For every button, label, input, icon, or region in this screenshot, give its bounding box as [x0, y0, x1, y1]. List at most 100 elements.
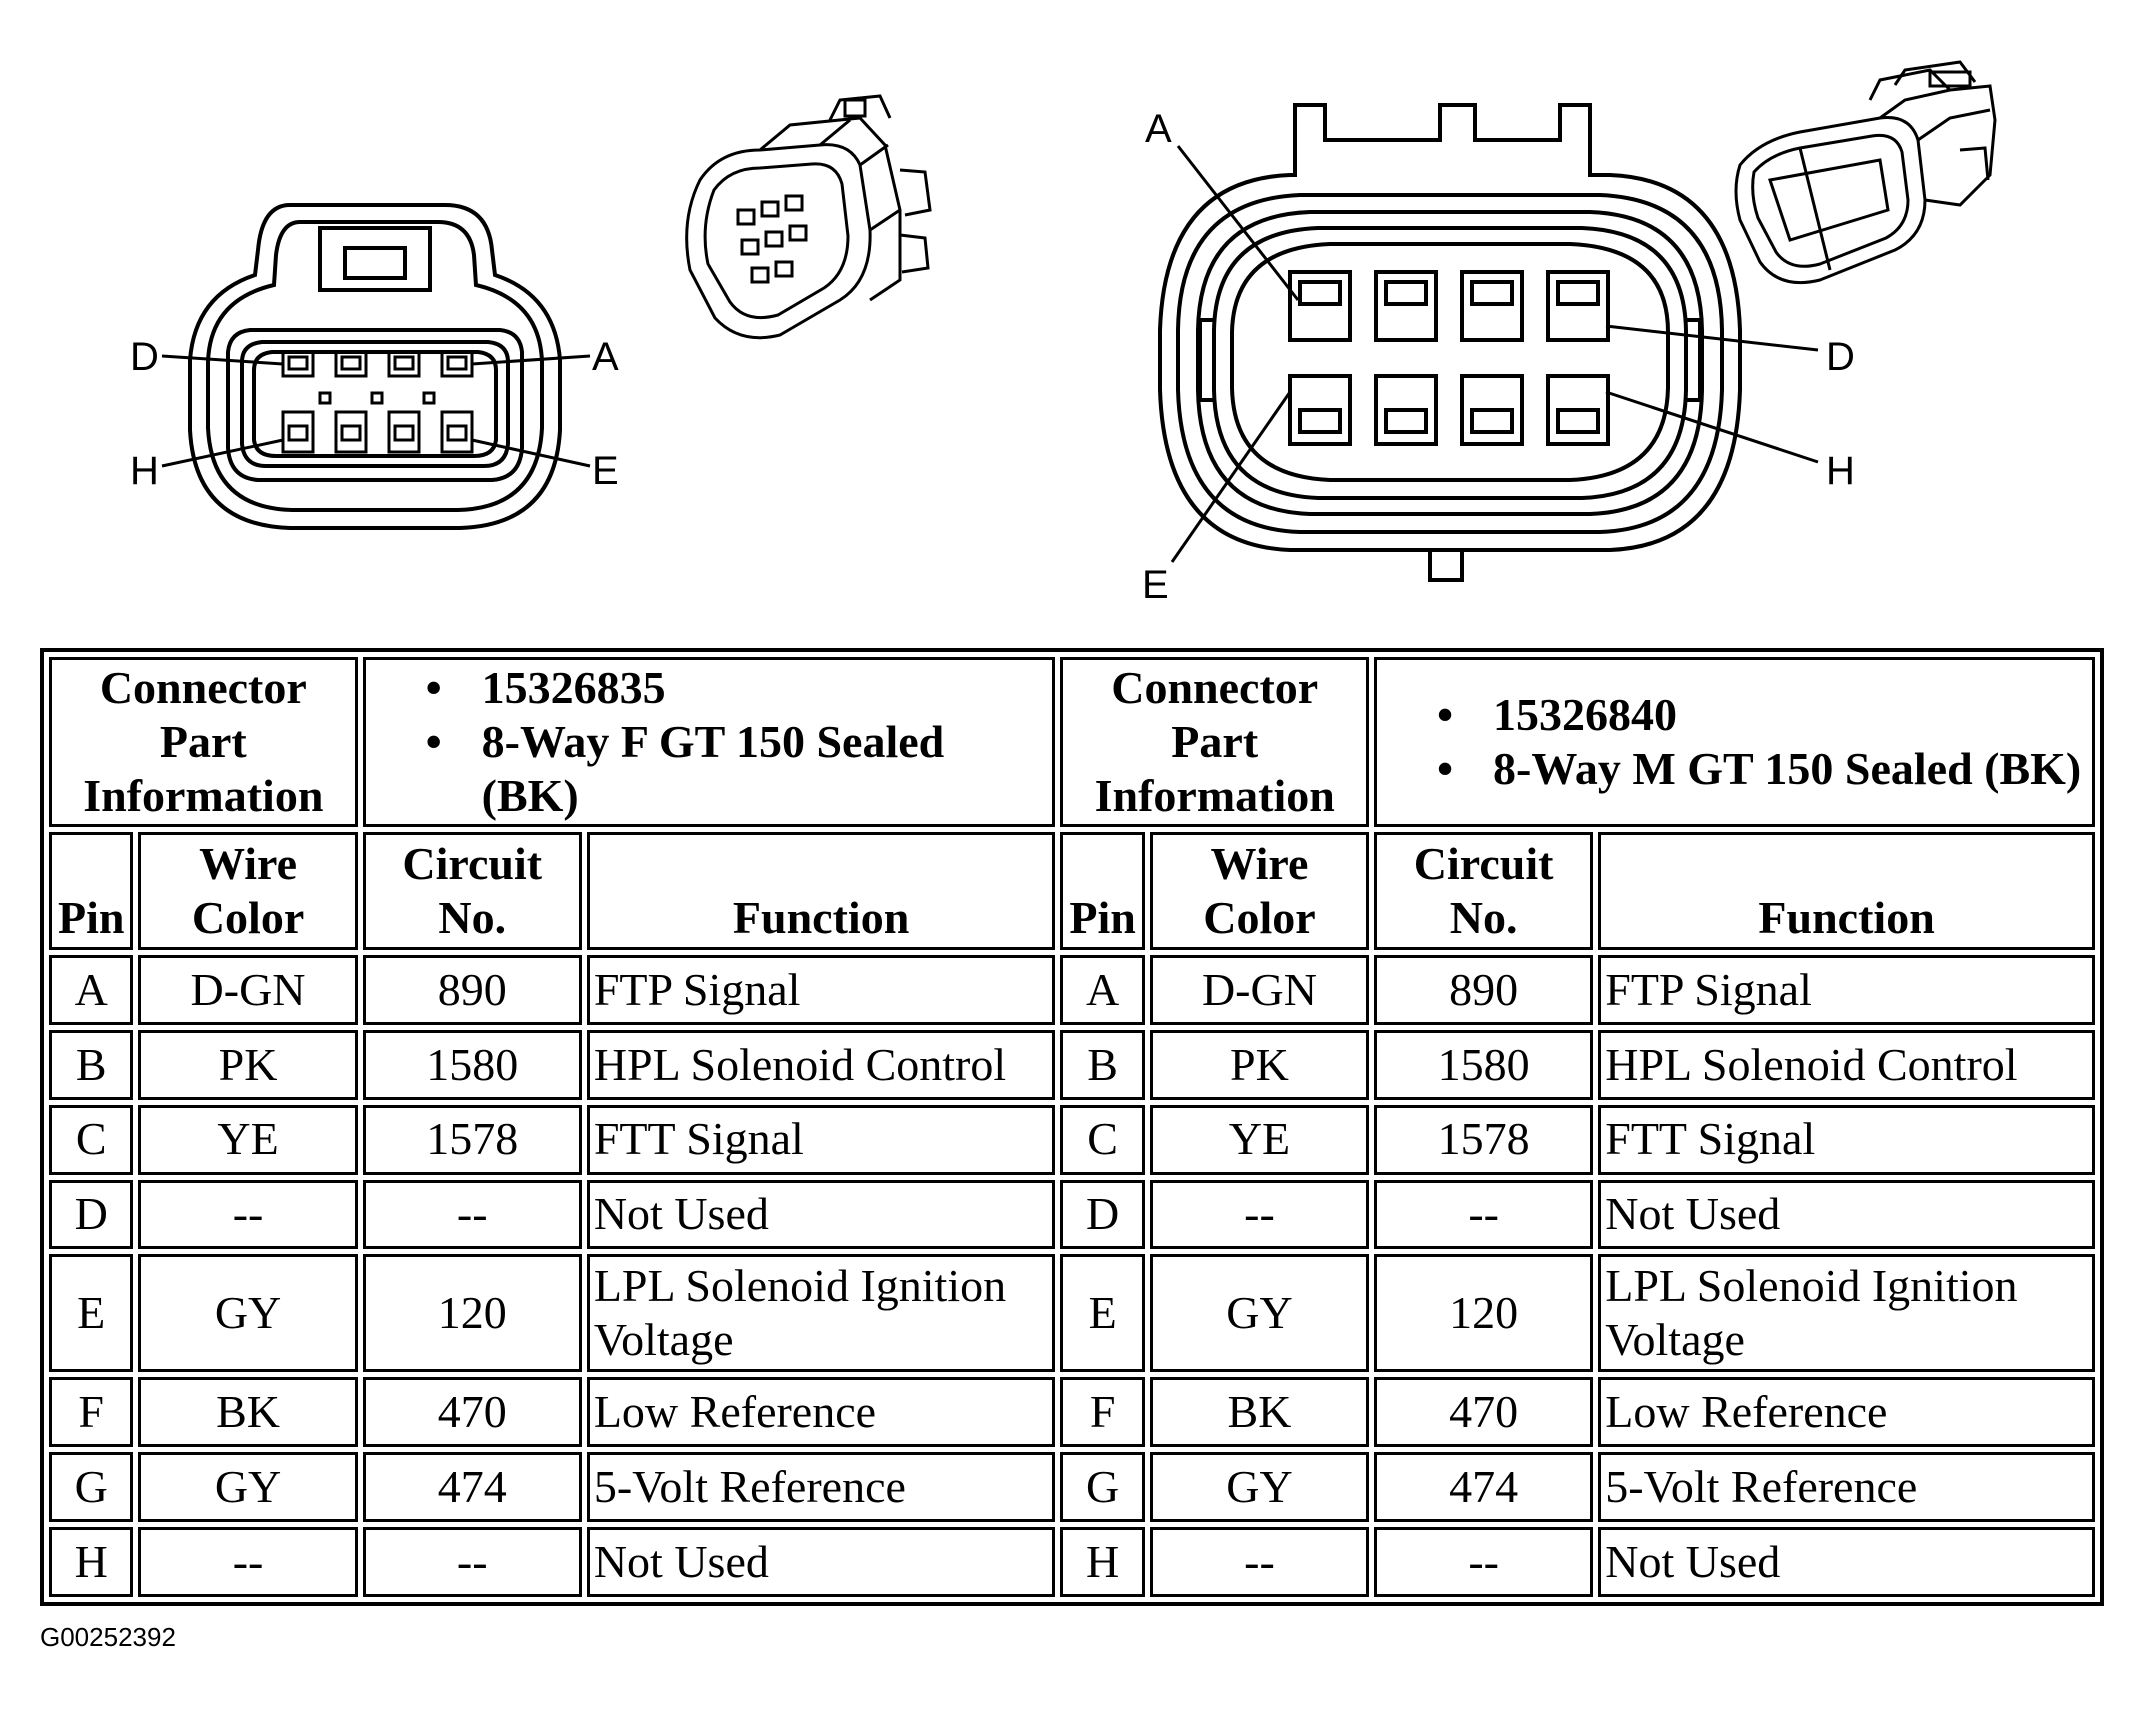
- wire-color-cell: GY: [1149, 1254, 1370, 1373]
- pin-cell: E: [1060, 1254, 1145, 1373]
- wire-color-cell: PK: [138, 1029, 358, 1100]
- wire-color-cell: GY: [1149, 1452, 1370, 1523]
- wire-color-cell: --: [1149, 1179, 1370, 1250]
- table-row: D -- -- Not Used D -- -- Not Used: [49, 1179, 2095, 1250]
- male-callout-a: A: [1145, 107, 1172, 151]
- function-cell: Not Used: [586, 1179, 1056, 1250]
- circuit-cell: --: [362, 1179, 582, 1250]
- connector-pinout-table: Connector Part Information 15326835 8-Wa…: [40, 648, 2104, 1606]
- male-connector-3d: [1734, 60, 1997, 285]
- part-description: 8-Way M GT 150 Sealed (BK): [1437, 742, 2086, 797]
- pin-cell: C: [1060, 1104, 1145, 1175]
- part-info-label: Connector Part Information: [49, 657, 358, 827]
- pin-cell: A: [1060, 955, 1145, 1025]
- pin-cell: B: [49, 1029, 134, 1100]
- pin-cell: D: [49, 1179, 134, 1250]
- function-cell: 5-Volt Reference: [586, 1452, 1056, 1523]
- circuit-cell: --: [362, 1527, 582, 1597]
- header-pin: Pin: [49, 832, 134, 950]
- pin-cell: H: [1060, 1527, 1145, 1597]
- table-row: C YE 1578 FTT Signal C YE 1578 FTT Signa…: [49, 1104, 2095, 1175]
- male-callout-d: D: [1826, 335, 1855, 379]
- connector-diagrams: D A H E: [130, 60, 1997, 607]
- pin-cell: B: [1060, 1029, 1145, 1100]
- part-number: 15326840: [1437, 688, 2086, 743]
- part-info-value: 15326835 8-Way F GT 150 Sealed (BK): [362, 657, 1056, 827]
- pin-cell: E: [49, 1254, 134, 1373]
- circuit-cell: 474: [1374, 1452, 1594, 1523]
- header-wire-color: Wire Color: [138, 832, 358, 950]
- part-description: 8-Way F GT 150 Sealed (BK): [426, 715, 1047, 824]
- circuit-cell: 470: [362, 1377, 582, 1448]
- pin-cell: A: [49, 955, 134, 1025]
- function-cell: HPL Solenoid Control: [1598, 1029, 2095, 1100]
- pin-cell: F: [1060, 1377, 1145, 1448]
- wire-color-cell: BK: [138, 1377, 358, 1448]
- header-circuit-no: Circuit No.: [362, 832, 582, 950]
- wire-color-cell: YE: [1149, 1104, 1370, 1175]
- wire-color-cell: YE: [138, 1104, 358, 1175]
- function-cell: Not Used: [1598, 1527, 2095, 1597]
- table-row: A D-GN 890 FTP Signal A D-GN 890 FTP Sig…: [49, 955, 2095, 1025]
- table-row: F BK 470 Low Reference F BK 470 Low Refe…: [49, 1377, 2095, 1448]
- circuit-cell: --: [1374, 1527, 1594, 1597]
- pin-cell: C: [49, 1104, 134, 1175]
- function-cell: HPL Solenoid Control: [586, 1029, 1056, 1100]
- function-cell: Not Used: [586, 1527, 1056, 1597]
- pin-cell: G: [1060, 1452, 1145, 1523]
- female-connector-face: [161, 203, 591, 530]
- male-callout-e: E: [1142, 563, 1169, 607]
- header-function: Function: [1598, 832, 2095, 950]
- header-function: Function: [586, 832, 1056, 950]
- circuit-cell: 1578: [362, 1104, 582, 1175]
- table-row: H -- -- Not Used H -- -- Not Used: [49, 1527, 2095, 1597]
- circuit-cell: 890: [1374, 955, 1594, 1025]
- male-callout-h: H: [1826, 449, 1855, 493]
- figure-id: G00252392: [40, 1622, 176, 1652]
- circuit-cell: 474: [362, 1452, 582, 1523]
- function-cell: LPL Solenoid Ignition Voltage: [1598, 1254, 2095, 1373]
- column-header-row: Pin Wire Color Circuit No. Function Pin …: [49, 832, 2095, 950]
- circuit-cell: --: [1374, 1179, 1594, 1250]
- wire-color-cell: --: [138, 1179, 358, 1250]
- header-wire-color: Wire Color: [1149, 832, 1370, 950]
- function-cell: Low Reference: [586, 1377, 1056, 1448]
- circuit-cell: 470: [1374, 1377, 1594, 1448]
- wire-color-cell: BK: [1149, 1377, 1370, 1448]
- function-cell: FTP Signal: [586, 955, 1056, 1025]
- function-cell: Low Reference: [1598, 1377, 2095, 1448]
- female-callout-e: E: [592, 449, 619, 493]
- table-row: B PK 1580 HPL Solenoid Control B PK 1580…: [49, 1029, 2095, 1100]
- part-info-value: 15326840 8-Way M GT 150 Sealed (BK): [1374, 657, 2095, 827]
- female-callout-d: D: [130, 335, 159, 379]
- header-circuit-no: Circuit No.: [1374, 832, 1594, 950]
- male-connector-face: [1158, 103, 1819, 582]
- pin-cell: F: [49, 1377, 134, 1448]
- wire-color-cell: --: [1149, 1527, 1370, 1597]
- pin-cell: D: [1060, 1179, 1145, 1250]
- wire-color-cell: GY: [138, 1452, 358, 1523]
- function-cell: FTT Signal: [586, 1104, 1056, 1175]
- circuit-cell: 1578: [1374, 1104, 1594, 1175]
- female-callout-a: A: [592, 335, 619, 379]
- wire-color-cell: --: [138, 1527, 358, 1597]
- function-cell: LPL Solenoid Ignition Voltage: [586, 1254, 1056, 1373]
- circuit-cell: 1580: [362, 1029, 582, 1100]
- part-number: 15326835: [426, 661, 1047, 716]
- wire-color-cell: D-GN: [138, 955, 358, 1025]
- pin-cell: H: [49, 1527, 134, 1597]
- circuit-cell: 120: [1374, 1254, 1594, 1373]
- header-pin: Pin: [1060, 832, 1145, 950]
- pin-cell: G: [49, 1452, 134, 1523]
- function-cell: FTP Signal: [1598, 955, 2095, 1025]
- function-cell: FTT Signal: [1598, 1104, 2095, 1175]
- circuit-cell: 1580: [1374, 1029, 1594, 1100]
- female-callout-h: H: [130, 449, 159, 493]
- table-row: G GY 474 5-Volt Reference G GY 474 5-Vol…: [49, 1452, 2095, 1523]
- circuit-cell: 120: [362, 1254, 582, 1373]
- function-cell: 5-Volt Reference: [1598, 1452, 2095, 1523]
- wire-color-cell: D-GN: [1149, 955, 1370, 1025]
- wire-color-cell: PK: [1149, 1029, 1370, 1100]
- part-info-row: Connector Part Information 15326835 8-Wa…: [49, 657, 2095, 827]
- part-info-label: Connector Part Information: [1060, 657, 1370, 827]
